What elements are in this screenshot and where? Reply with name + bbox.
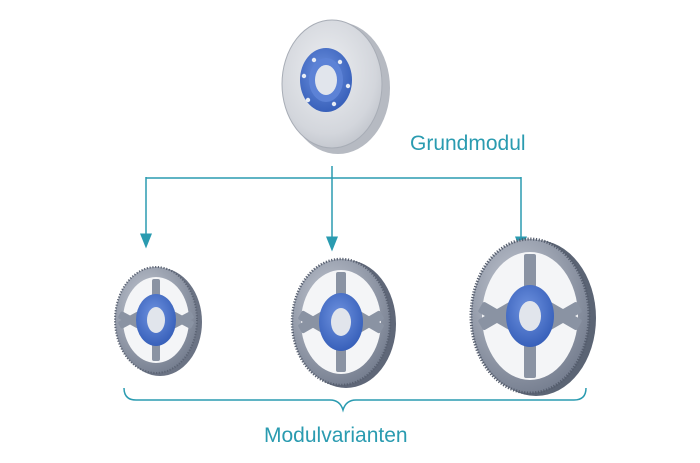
base-disc-module [281,19,390,154]
variants-bracket [123,387,587,413]
medium-pulley-variant [290,257,396,388]
connector-arrows [140,166,527,252]
base-module-label: Grundmodul [410,132,526,155]
base-hub [300,48,352,112]
variants-label: Modulvarianten [264,424,408,447]
small-pulley-variant [114,266,202,376]
large-pulley-variant [469,237,596,396]
